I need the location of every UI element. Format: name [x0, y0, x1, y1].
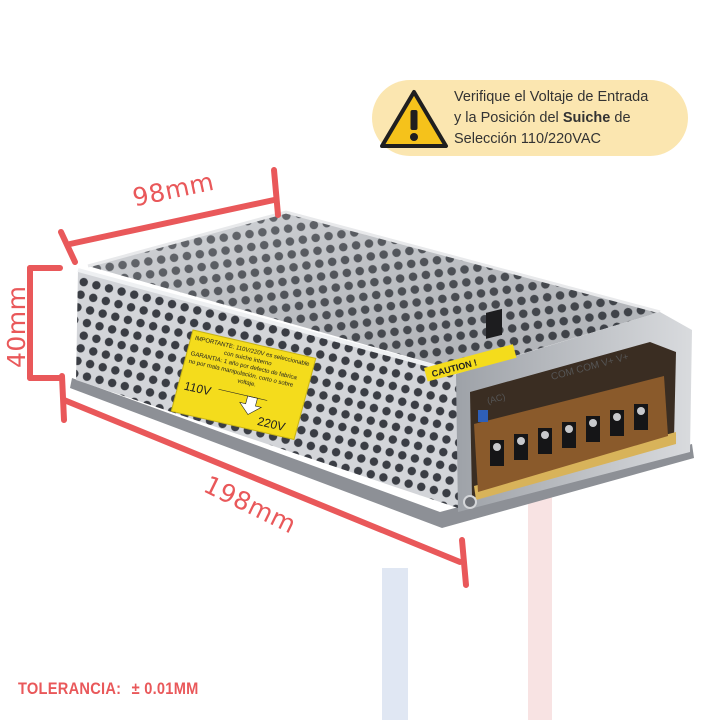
trim-pot — [478, 410, 488, 422]
mount-hole — [463, 495, 477, 509]
side-top-edge — [77, 268, 463, 376]
screw-head — [493, 443, 501, 451]
ac-marking: (AC) — [486, 391, 506, 405]
notice-line-2-start: y la Posición del — [454, 110, 563, 126]
dim-line-length — [61, 397, 463, 565]
voltage-notice: Verifique el Voltaje de Entrada y la Pos… — [372, 80, 688, 156]
notice-line-3: Selección 110/220VAC — [454, 131, 601, 147]
label-220v: 220V — [256, 414, 287, 434]
height-dimension-label: 40mm — [2, 285, 31, 368]
dim-tick — [59, 373, 67, 423]
notice-text: Verifique el Voltaje de Entrada y la Pos… — [454, 87, 686, 150]
warning-triangle-icon — [380, 90, 448, 148]
screw-head — [613, 413, 621, 421]
terminal-screws — [486, 308, 502, 339]
top-edge — [87, 210, 661, 314]
screw-head — [541, 431, 549, 439]
pcb-edge — [474, 432, 676, 500]
screw-head — [637, 407, 645, 415]
dim-tick — [459, 537, 469, 588]
tolerance-value: ± 0.01MM — [131, 679, 199, 698]
tolerance-label: TOLERANCIA: — [18, 679, 122, 698]
dimension-lines — [27, 167, 469, 588]
dim-tick — [58, 229, 78, 265]
bg-stripe-red — [528, 486, 552, 720]
label-line-5: voltaje. — [236, 378, 256, 388]
top-panel-shade — [88, 212, 660, 372]
bg-stripe-blue — [382, 568, 408, 720]
tolerance-note: TOLERANCIA: ± 0.01MM — [18, 679, 199, 699]
label-110v: 110V — [183, 379, 213, 399]
screw-head — [589, 419, 597, 427]
dim-line-width — [67, 197, 277, 247]
screw-head — [517, 437, 525, 445]
notice-switch-word: Suiche — [562, 110, 611, 126]
notice-line-1: Verifique el Voltaje de Entrada — [454, 89, 649, 105]
notice-line-2-end: de — [610, 110, 631, 126]
dim-tick — [271, 167, 281, 218]
screw-head — [565, 425, 573, 433]
label-divider — [218, 388, 268, 401]
arrow-down-icon — [239, 395, 263, 415]
notice-line-2: y la Posición del Suiche de — [454, 108, 686, 129]
